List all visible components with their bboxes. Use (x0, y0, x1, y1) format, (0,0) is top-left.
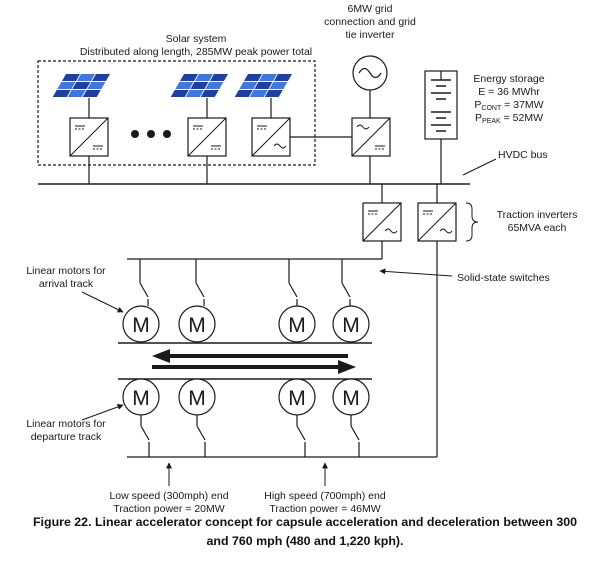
arrival-motor: M (278, 305, 316, 343)
low-speed-label-line2: Traction power = 20MW (113, 503, 224, 515)
solar-system-title: Solar system (166, 33, 227, 45)
solid-state-switches-label: Solid-state switches (457, 272, 550, 284)
high-speed-label-line2: Traction power = 46MW (269, 503, 380, 515)
solid-state-switch (196, 415, 206, 457)
departure-label-pointer (81, 404, 124, 421)
hvdc-bus-label: HVDC bus (498, 149, 548, 161)
solid-state-switch (139, 259, 149, 306)
solid-state-pointer (379, 268, 453, 277)
solar-system-boundary (37, 60, 316, 166)
energy-storage-pcont: PCONT = 37MW (474, 99, 543, 112)
battery-icon (424, 70, 458, 140)
svg-text:M: M (132, 314, 150, 337)
ellipsis-dot (147, 130, 155, 138)
dc-dc-converter-icon (187, 117, 227, 157)
solid-state-switch (350, 415, 360, 457)
figure-caption-line1: Figure 22. Linear accelerator concept fo… (32, 515, 578, 529)
figure-caption-line2: and 760 mph (480 and 1,220 kph). (206, 534, 404, 548)
departure-motor: M (278, 378, 316, 416)
hvdc-bus-pointer (462, 158, 497, 176)
energy-storage-title: Energy storage (473, 73, 544, 85)
traction-inverter-icon (362, 202, 402, 242)
departure-motor: M (122, 378, 160, 416)
ac-source-icon (352, 55, 388, 91)
solid-state-switch (140, 415, 150, 457)
solar-system-subtitle: Distributed along length, 285MW peak pow… (80, 46, 312, 58)
svg-text:M: M (132, 387, 150, 410)
svg-text:M: M (188, 314, 206, 337)
svg-text:M: M (288, 314, 306, 337)
traction-inverters-rating: 65MVA each (508, 222, 567, 234)
figure-caption: Figure 22. Linear accelerator concept fo… (10, 513, 600, 551)
traction-inverter-icon (417, 202, 457, 242)
grid-connection-line3: tie inverter (345, 29, 395, 41)
departure-label-line2: departure track (31, 431, 102, 443)
departure-direction-arrow (152, 360, 356, 374)
solar-panel-icon (170, 74, 228, 97)
ellipsis-dot (163, 130, 171, 138)
dc-dc-converter-icon (69, 117, 109, 157)
svg-text:M: M (288, 387, 306, 410)
arrival-label-pointer (81, 291, 124, 313)
low-speed-label-line1: Low speed (300mph) end (109, 490, 228, 502)
svg-text:M: M (188, 387, 206, 410)
solid-state-switch (288, 259, 298, 306)
solid-state-switch (195, 259, 205, 306)
arrival-motor: M (178, 305, 216, 343)
energy-storage-capacity: E = 36 MWhr (478, 86, 540, 98)
traction-inverters-label: Traction inverters (497, 209, 578, 221)
arrival-direction-arrow (152, 349, 348, 363)
departure-motor: M (178, 378, 216, 416)
dc-ac-inverter-icon (251, 117, 291, 157)
svg-text:M: M (342, 314, 360, 337)
departure-label-line1: Linear motors for (26, 418, 106, 430)
solar-panel-icon (52, 74, 110, 97)
arrival-label-line2: arrival track (39, 278, 94, 290)
ellipsis-dot (131, 130, 139, 138)
arrival-motor: M (332, 305, 370, 343)
traction-inverters-brace (465, 202, 479, 242)
energy-storage-ppeak: PPEAK = 52MW (475, 112, 543, 125)
grid-tie-inverter-icon (351, 117, 391, 157)
solid-state-switch (341, 259, 351, 306)
svg-text:M: M (342, 387, 360, 410)
solid-state-switch (296, 415, 306, 457)
grid-connection-line2: connection and grid (324, 16, 416, 28)
solar-panel-icon (234, 74, 292, 97)
arrival-label-line1: Linear motors for (26, 265, 106, 277)
departure-motor: M (332, 378, 370, 416)
grid-connection-line1: 6MW grid (348, 3, 393, 15)
high-speed-label-line1: High speed (700mph) end (264, 490, 386, 502)
arrival-motor: M (122, 305, 160, 343)
